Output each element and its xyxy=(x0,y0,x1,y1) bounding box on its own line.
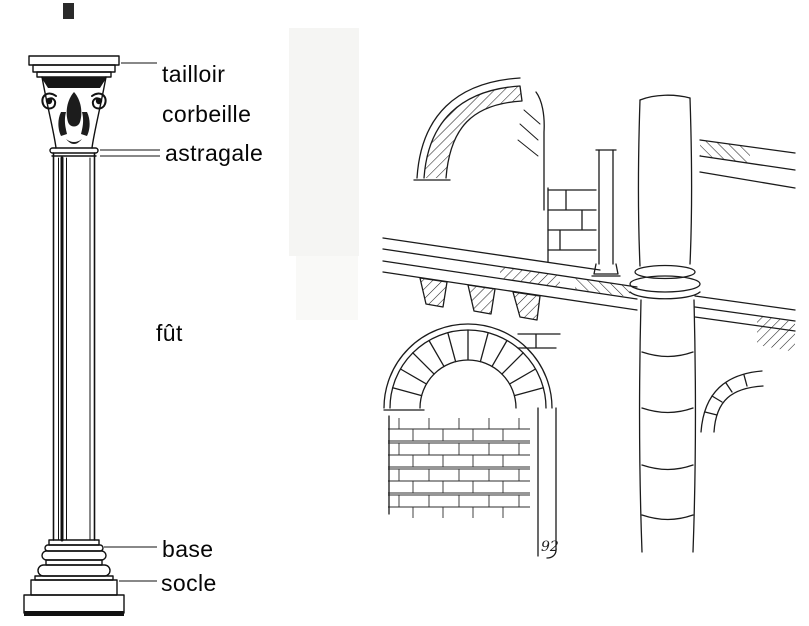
capital-bell-left xyxy=(41,76,57,149)
jamb-right xyxy=(546,407,557,559)
upper-arch-hatch xyxy=(424,86,522,178)
corbel xyxy=(467,284,496,315)
abacus-mid xyxy=(32,64,116,73)
base-scotia xyxy=(45,559,103,566)
ring-capital-top xyxy=(634,264,696,280)
upper-cornice xyxy=(699,139,796,189)
lower-arch-intrados xyxy=(419,359,517,409)
label-socle: socle xyxy=(161,570,217,596)
label-astragale: astragale xyxy=(165,140,264,166)
capital-volute-left xyxy=(41,92,57,110)
astragal-ring xyxy=(49,147,99,154)
base-upper-torus xyxy=(41,550,107,561)
column-upper-right-edge xyxy=(689,97,693,265)
base-lower-torus xyxy=(37,564,111,577)
ring-capital-torus xyxy=(629,275,701,293)
label-tailloir: tailloir xyxy=(162,61,226,87)
capital-echinus xyxy=(41,77,107,88)
right-arch-outer xyxy=(700,370,763,433)
masonry-wall xyxy=(388,418,530,518)
corbel xyxy=(419,277,448,308)
upper-arch xyxy=(423,85,523,179)
abacus-top xyxy=(28,55,120,66)
label-base: base xyxy=(162,536,214,562)
socle-lower-block xyxy=(23,594,125,614)
voussoir-joints xyxy=(392,329,544,397)
column-lower-right-edge xyxy=(692,299,697,553)
abacus-fillet xyxy=(36,71,112,78)
label-fut: fût xyxy=(156,320,183,346)
corbel xyxy=(512,291,541,321)
base-fillet xyxy=(48,539,100,546)
capital-volute-right xyxy=(91,92,107,110)
leader-lines xyxy=(100,62,160,582)
capital-bell-right xyxy=(91,76,107,149)
capital-palmette xyxy=(66,92,82,127)
string-course-top xyxy=(382,248,796,311)
socle-upper-block xyxy=(30,579,118,596)
right-arch-inner xyxy=(713,385,764,433)
column-lower-left-edge xyxy=(638,299,643,553)
ground-line xyxy=(24,611,124,616)
column-elevation-drawing xyxy=(23,55,125,616)
figure-number: 92 xyxy=(541,539,559,555)
label-corbeille: corbeille xyxy=(162,101,252,127)
column-upper-left-edge xyxy=(637,99,641,267)
column-joint-lines xyxy=(641,351,694,521)
scan-artifacts xyxy=(63,3,359,320)
scan-blot xyxy=(63,3,74,19)
wall-sketch-drawing xyxy=(382,77,796,559)
ashlar-blocks xyxy=(547,189,597,251)
